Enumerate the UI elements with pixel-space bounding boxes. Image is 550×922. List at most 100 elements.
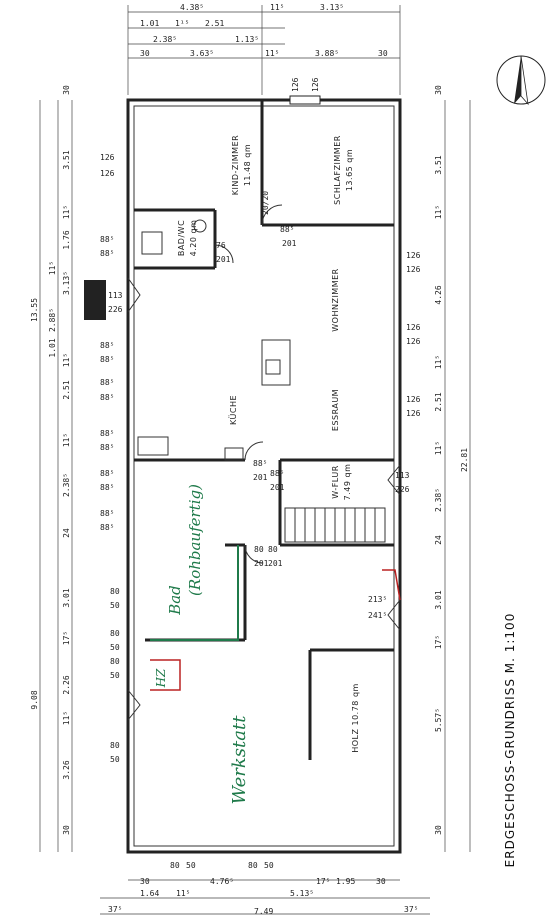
open-left-a: 126 (100, 153, 115, 162)
top-dimensions: 4.38⁵ 1.01 1¹⁵ 2.51 11⁵ 3.13⁵ 2.38⁵ 1.13… (127, 3, 401, 95)
open-left-k: 88⁵ (100, 429, 114, 438)
open-left-n: 88⁵ (100, 483, 114, 492)
dim-right-g: 11⁵ (434, 441, 443, 455)
open-right-h: 226 (395, 485, 410, 494)
kitchen-counter (137, 436, 244, 461)
open-right-g: 113 (395, 471, 410, 480)
dim-right-b: 3.51 (434, 155, 443, 174)
bottom-w4: 50 (264, 861, 274, 870)
dim-left-k: 11⁵ (62, 433, 71, 447)
dim-left-h: 1.01 (48, 338, 57, 357)
door-g: 201 (253, 473, 268, 482)
dim-right-h: 2.38⁵ (434, 488, 443, 512)
room-bad-label: BAD/WC (177, 220, 186, 256)
open-left-x: 50 (110, 755, 120, 764)
door-e: 20/20 (261, 191, 270, 215)
open-right-j: 241⁵ (368, 611, 387, 620)
open-left-l: 88⁵ (100, 443, 114, 452)
dim-left-o: 17⁵ (62, 631, 71, 645)
open-left-c: 88⁵ (100, 235, 114, 244)
room-holz-label: HOLZ 10.78 qm (351, 683, 360, 753)
right-dimensions: 30 3.51 11⁵ 4.26 11⁵ 2.51 11⁵ 2.38⁵ 24 3… (434, 85, 471, 852)
dim-left-c: 11⁵ (62, 205, 71, 219)
dim-left-g: 2.88⁵ (48, 308, 57, 332)
hand-bad: Bad (166, 585, 184, 616)
bottom-c: 11⁵ (176, 889, 190, 898)
dim-right-e: 11⁵ (434, 355, 443, 369)
open-right-d: 126 (406, 337, 421, 346)
stove-icon (261, 339, 291, 386)
dim-left-outer-b: 9.08 (30, 690, 39, 709)
open-left-w: 80 (110, 741, 120, 750)
dim-right-a: 30 (434, 85, 443, 95)
dim-right-i: 24 (434, 535, 443, 545)
room-wflur-label: W-FLUR (331, 465, 340, 499)
left-opening-dims: 126 126 88⁵ 88⁵ 113 226 88⁵ 88⁵ 88⁵ 88⁵ … (84, 153, 123, 764)
room-kueche-label: KÜCHE (228, 395, 238, 425)
door-b: 201 (216, 255, 231, 264)
dim-top-d: 2.51 (205, 19, 224, 28)
dim-top-k: 11⁵ (265, 49, 279, 58)
open-left-p: 88⁵ (100, 523, 114, 532)
door-a: 76 (216, 241, 226, 250)
door-f: 88⁵ (253, 459, 267, 468)
door-swings (127, 204, 401, 721)
door-l: 80 (268, 545, 278, 554)
dim-top-c: 1¹⁵ (175, 19, 189, 28)
open-right-c: 126 (406, 323, 421, 332)
stair (284, 507, 386, 543)
open-left-v: 50 (110, 671, 120, 680)
bottom-j: 7.49 (254, 907, 273, 916)
open-left-r: 50 (110, 601, 120, 610)
open-top-b: 126 (311, 77, 320, 92)
dim-right-c: 11⁵ (434, 205, 443, 219)
dim-top-i: 30 (140, 49, 150, 58)
open-left-b: 126 (100, 169, 115, 178)
open-left-g: 88⁵ (100, 341, 114, 350)
bottom-h: 5.13⁵ (290, 889, 314, 898)
bottom-i: 37⁵ (108, 905, 122, 914)
open-left-i: 88⁵ (100, 378, 114, 387)
open-left-s: 80 (110, 629, 120, 638)
open-right-a: 126 (406, 251, 421, 260)
room-ess-label: ESSRAUM (331, 389, 340, 431)
dim-top-a: 4.38⁵ (180, 3, 204, 12)
dim-right-f: 2.51 (434, 392, 443, 411)
dim-left-d: 1.76 (62, 230, 71, 249)
dim-top-j: 3.63⁵ (190, 49, 214, 58)
open-left-d: 88⁵ (100, 249, 114, 258)
bottom-g: 30 (376, 877, 386, 886)
dim-left-l: 2.38⁵ (62, 473, 71, 497)
bottom-d: 4.76⁵ (210, 877, 234, 886)
dim-left-q: 11⁵ (62, 711, 71, 725)
open-left-o: 88⁵ (100, 509, 114, 518)
hand-rohbau: (Rohbaufertig) (186, 484, 204, 596)
open-right-e: 126 (406, 395, 421, 404)
room-schlaf-label: SCHLAFZIMMER (333, 135, 342, 205)
plan-title: ERDGESCHOSS-GRUNDRISS M. 1:100 (503, 613, 517, 868)
door-i: 201 (270, 483, 285, 492)
bottom-b: 1.64 (140, 889, 159, 898)
open-top-a: 126 (291, 77, 300, 92)
room-kind-area: 11.48 qm (243, 144, 252, 186)
dim-top-m: 30 (378, 49, 388, 58)
door-h: 88⁵ (270, 469, 284, 478)
dim-left-n: 3.01 (62, 588, 71, 607)
open-right-f: 126 (406, 409, 421, 418)
dim-right-j: 3.01 (434, 590, 443, 609)
right-opening-dims: 126 126 126 126 126 126 113 226 213⁵ 241… (368, 251, 421, 620)
dim-top-f: 3.13⁵ (320, 3, 344, 12)
bottom-k: 37⁵ (404, 905, 418, 914)
bottom-w2: 50 (186, 861, 196, 870)
dim-right-d: 4.26 (434, 285, 443, 304)
open-left-e: 113 (108, 291, 123, 300)
bottom-w3: 80 (248, 861, 258, 870)
door-k: 201 (254, 559, 269, 568)
bottom-a: 30 (140, 877, 150, 886)
dim-top-e: 11⁵ (270, 3, 284, 12)
dim-right-k: 17⁵ (434, 635, 443, 649)
dim-top-l: 3.88⁵ (315, 49, 339, 58)
dim-left-s: 30 (62, 825, 71, 835)
open-right-b: 126 (406, 265, 421, 274)
